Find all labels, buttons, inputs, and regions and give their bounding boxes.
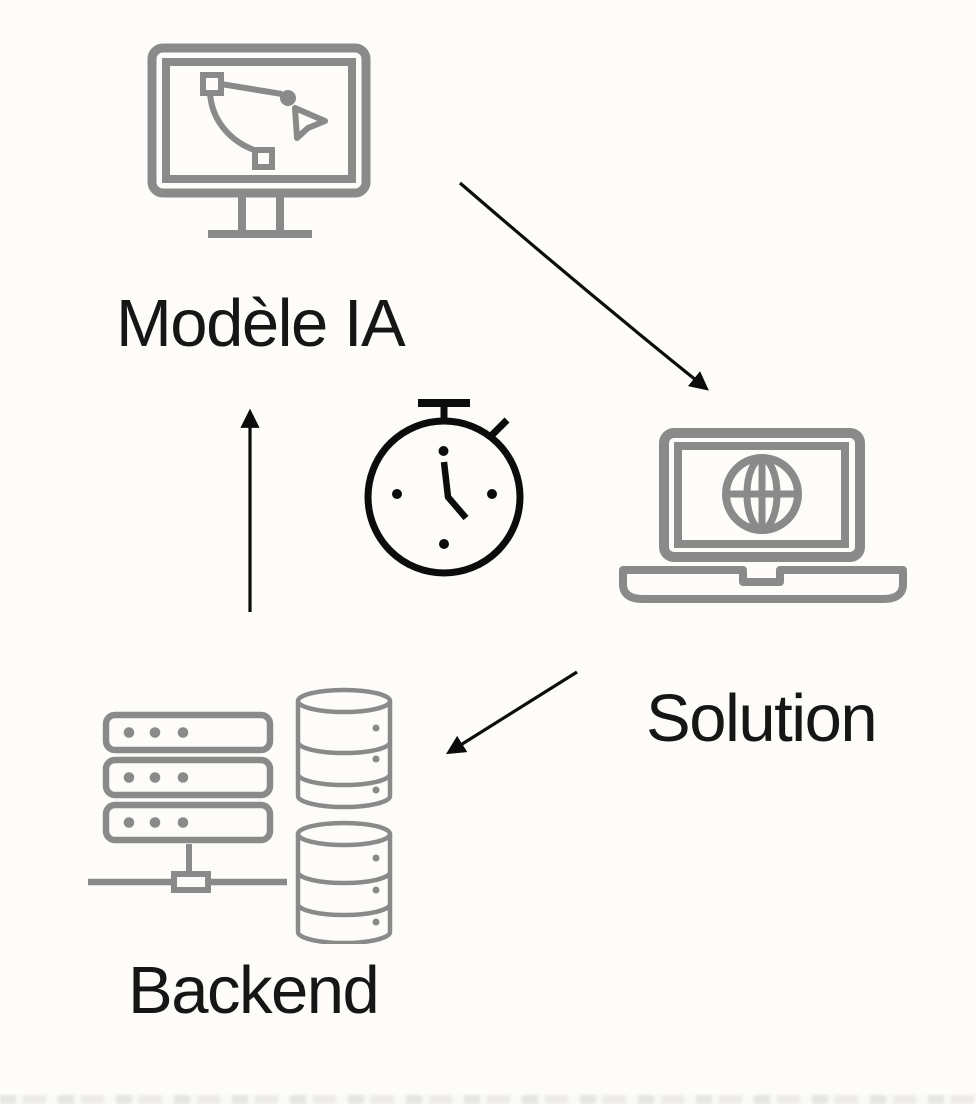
- stopwatch-icon: [364, 399, 524, 577]
- globe-icon: [722, 454, 802, 534]
- bezier-anchor-square: [200, 72, 224, 96]
- bezier-curve: [207, 92, 259, 154]
- laptop-globe-icon: [619, 428, 907, 603]
- monitor-vector-design-icon: [147, 43, 371, 238]
- monitor-stand: [208, 193, 312, 238]
- stopwatch-face: [364, 417, 524, 577]
- database-cylinder: [295, 687, 393, 810]
- arrow-modele-to-solution: [458, 181, 709, 391]
- bezier-anchor-square: [252, 147, 275, 170]
- stopwatch-side-button: [489, 417, 510, 438]
- cropped-text-artifact: [0, 1095, 976, 1104]
- server-stack: [102, 711, 274, 844]
- server-database-icon: [88, 687, 393, 944]
- node-label-modele-ia: Modèle IA: [116, 286, 406, 361]
- laptop-base: [619, 566, 907, 603]
- laptop-lid: [659, 428, 865, 562]
- database-cylinder: [295, 820, 393, 944]
- stopwatch-hand: [440, 461, 469, 521]
- arrow-solution-to-backend: [445, 670, 578, 755]
- node-label-solution: Solution: [646, 681, 878, 756]
- server-indicator-dots: [123, 724, 380, 926]
- network-connector: [88, 844, 287, 893]
- node-label-backend: Backend: [128, 953, 380, 1028]
- monitor-frame: [147, 43, 371, 198]
- stopwatch-tick-dots: [392, 446, 497, 549]
- cursor-arrow-icon: [292, 105, 328, 141]
- monitor-screen: [162, 58, 356, 183]
- bezier-handle-line: [220, 81, 283, 97]
- laptop-screen: [674, 442, 849, 548]
- bezier-control-dot: [280, 90, 296, 106]
